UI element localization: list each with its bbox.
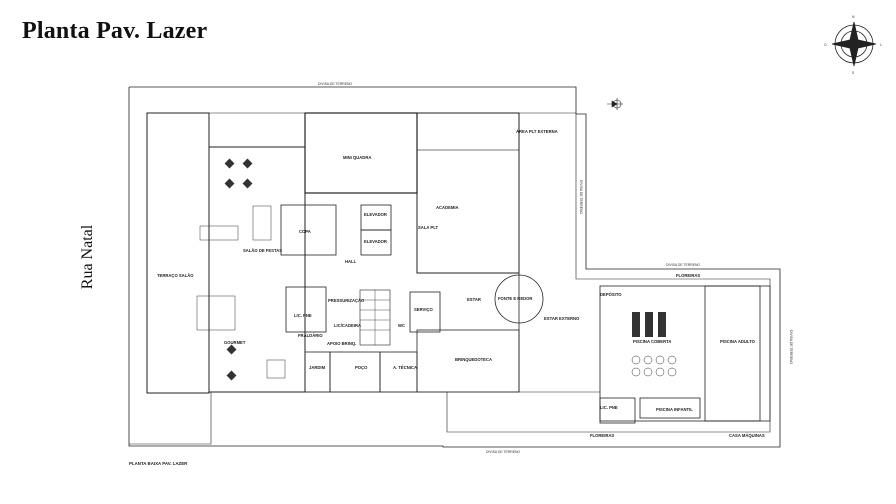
pool-area (599, 285, 771, 422)
label-sala-plt: SALA PLT (418, 225, 438, 230)
label-mini-quadra: MINI QUADRA (343, 155, 371, 160)
pool-loungers (632, 312, 666, 337)
label-jardim: JARDIM (309, 365, 326, 370)
area-plt-block (416, 112, 520, 151)
label-servico: SERVIÇO (414, 307, 434, 312)
label-floreiras-top: FLOREIRAS (676, 273, 700, 278)
label-salao: SALÃO DE FESTAS (243, 248, 282, 253)
label-pressurizacao: PRESSURIZAÇÃO (328, 298, 365, 303)
label-wc: WC (398, 323, 405, 328)
label-poco: POÇO (355, 365, 368, 370)
label-piscina-adulto: PISCINA ADULTO (720, 339, 756, 344)
servico-room (409, 291, 441, 333)
label-casa-maquinas: CASA MÁQUINAS (729, 433, 765, 438)
compass-north: N (852, 15, 855, 19)
compass-south: S (852, 71, 855, 75)
label-gourmet: GOURMET (224, 340, 246, 345)
boundary-right-upper: DIVISA DE TERRENO (579, 180, 583, 214)
jardim-room (304, 351, 331, 393)
label-terraco: TERRAÇO SALÃO (157, 273, 194, 278)
label-lic-cadeira: LIC/CADEIRA (334, 323, 361, 328)
boundary-bottom: DIVISA DE TERRENO (486, 450, 520, 454)
north-marker-icon (607, 98, 623, 110)
boundary-top: DIVISA DE TERRENO (318, 82, 352, 86)
left-block (146, 112, 210, 394)
label-fraldario: FRALDÁRIO (298, 333, 323, 338)
elevator-1 (360, 204, 392, 231)
academia-block (416, 112, 520, 274)
deposito-room (599, 397, 636, 424)
label-deposito: DEPÓSITO (600, 292, 622, 297)
fraldario-room (285, 286, 327, 333)
building-outline (129, 112, 771, 445)
label-hall: HALL (345, 259, 357, 264)
salao-block (208, 146, 306, 393)
mini-quadra-block (304, 112, 418, 194)
poco-room (329, 351, 381, 393)
label-elevador-2: ELEVADOR (364, 239, 387, 244)
label-academia: ACADEMIA (436, 205, 459, 210)
tecnica-room (379, 351, 418, 393)
label-brinquedoteca: BRINQUEDOTECA (455, 357, 492, 362)
label-a-tecnica: A. TÉCNICA (393, 365, 417, 370)
label-estar-externo: ESTAR EXTERNO (544, 316, 580, 321)
compass-rose-icon (831, 21, 877, 67)
label-apoio-brinq: APOIO BRINQ. (327, 341, 356, 346)
label-piscina-coberta: PISCINA COBERTA (633, 339, 671, 344)
label-piscina-infantil: PISCINA INFANTIL (656, 407, 693, 412)
plan-caption: PLANTA BAIXA PAV. LAZER (129, 461, 188, 466)
label-fonte: FONTE E REDOR (498, 296, 532, 301)
copa-room (280, 204, 337, 256)
boundary-right-mid: DIVISA DE TERRENO (666, 263, 700, 267)
boundary-right-lower: DIVISA DE TERRENO (789, 330, 793, 364)
label-lic-pne-2: LIC. PNE (600, 405, 618, 410)
furniture-tables (224, 158, 253, 381)
piscina-infantil (639, 397, 701, 419)
lot-boundary (128, 86, 781, 448)
label-floreiras-bottom: FLOREIRAS (590, 433, 614, 438)
page-title: Planta Pav. Lazer (22, 18, 208, 44)
label-lic-pne: LIC. PNE (294, 313, 312, 318)
label-elevador-1: ELEVADOR (364, 212, 387, 217)
label-area-plt: ÁREA PLT EXTERNA (516, 129, 558, 134)
label-estar: ESTAR (467, 297, 481, 302)
elevator-2 (360, 229, 392, 256)
piscina-adulto (704, 285, 761, 422)
compass-east: L (880, 43, 882, 47)
label-copa: COPA (299, 229, 311, 234)
compass-west: O (824, 43, 827, 47)
